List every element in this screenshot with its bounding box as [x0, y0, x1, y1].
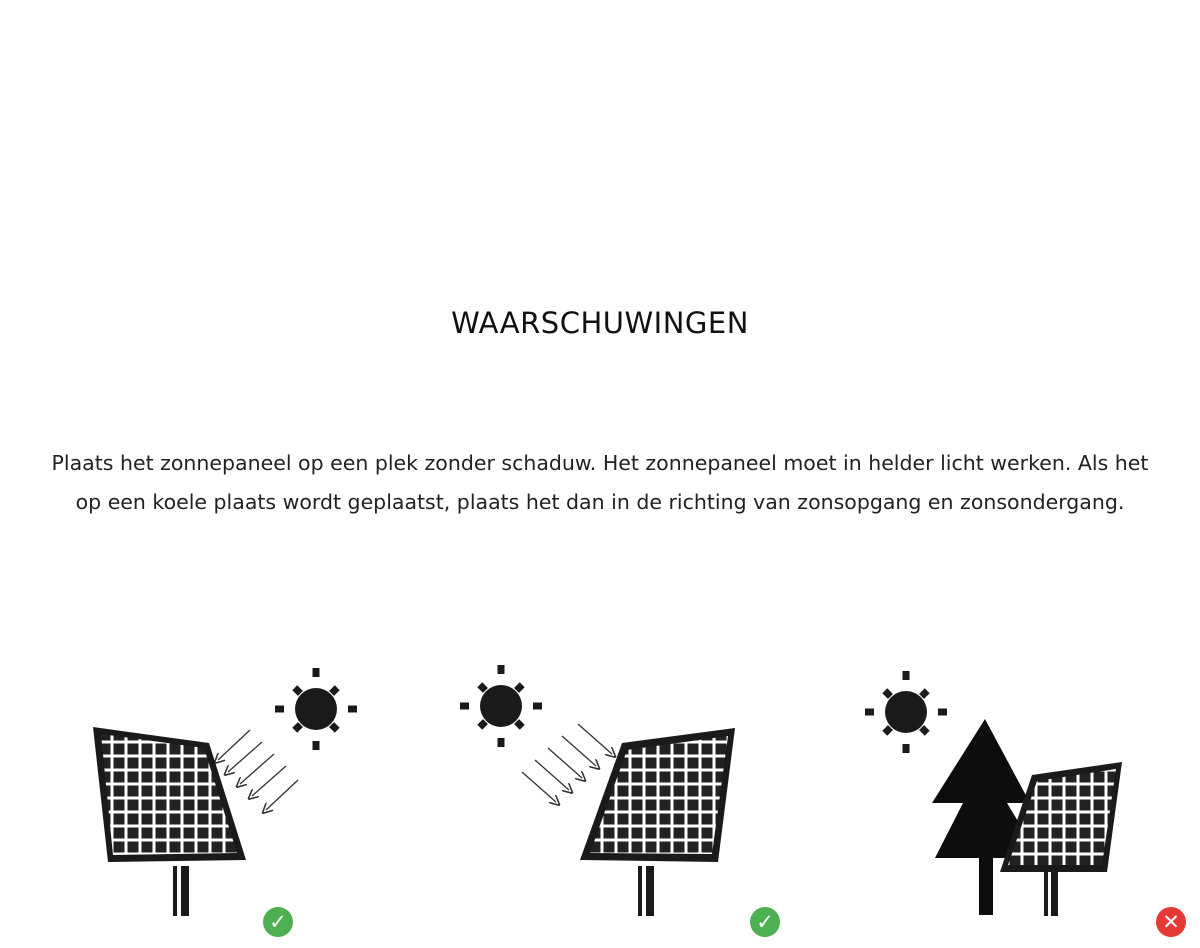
sun-rays-icon [521, 723, 612, 802]
scene-2 [460, 665, 735, 916]
solar-panel-icon [93, 727, 246, 916]
illustrations [93, 665, 1122, 916]
correct-check-icon-2: ✓ [750, 907, 780, 937]
sun-icon [865, 671, 947, 753]
sun-rays-icon [218, 729, 299, 810]
scene-3 [865, 671, 1122, 916]
tree-icon [932, 719, 1040, 915]
page-title: WAARSCHUWINGEN [451, 306, 749, 340]
solar-panel-icon [1000, 762, 1122, 916]
correct-check-icon-1: ✓ [263, 907, 293, 937]
scene-1 [93, 668, 357, 916]
sun-icon [460, 665, 542, 747]
warning-paragraph: Plaats het zonnepaneel op een plek zonde… [40, 444, 1160, 522]
warning-line-1: Plaats het zonnepaneel op een plek zonde… [51, 451, 1149, 475]
solar-panel-icon [580, 728, 735, 916]
warning-line-2: op een koele plaats wordt geplaatst, pla… [75, 490, 1125, 514]
incorrect-cross-icon: ✕ [1156, 907, 1186, 937]
sun-icon [275, 668, 357, 750]
